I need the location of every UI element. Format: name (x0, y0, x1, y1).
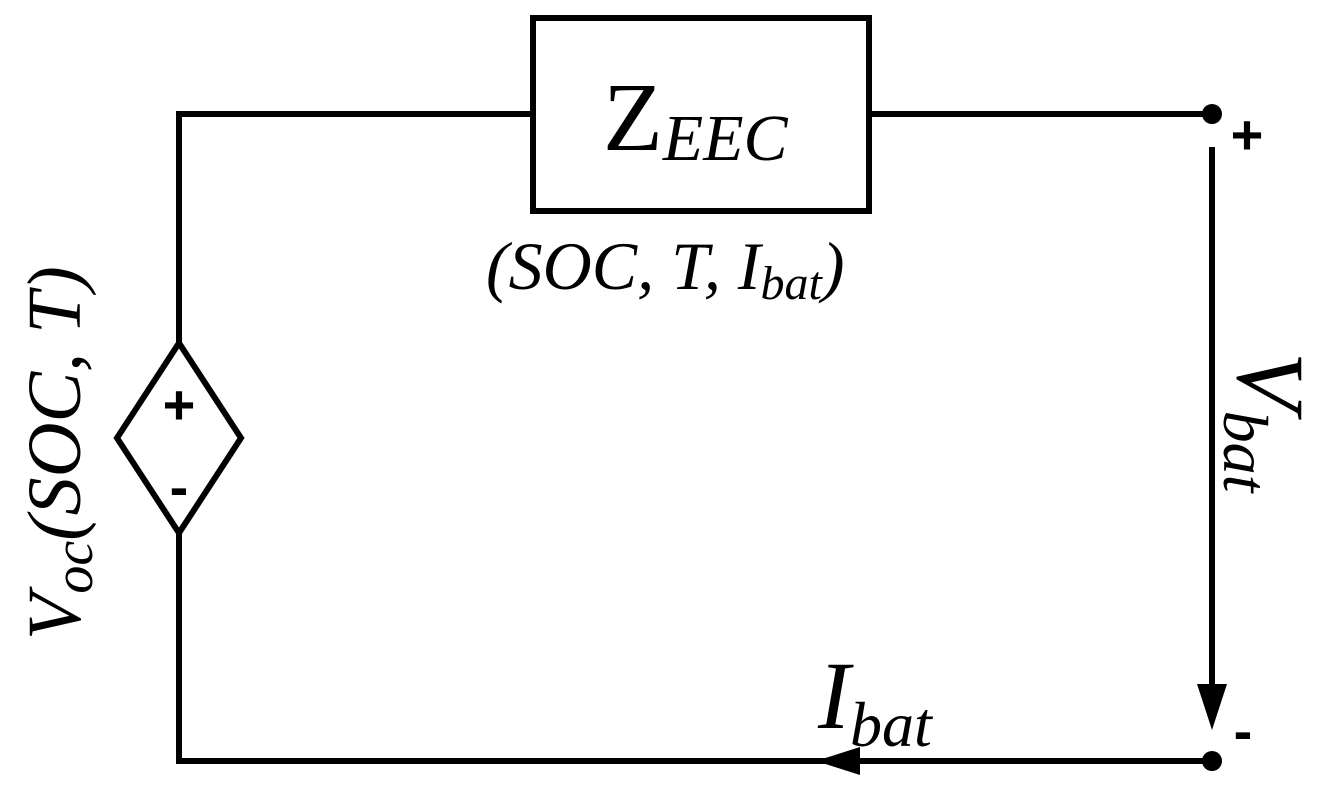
impedance-block (530, 15, 872, 214)
current-arrow-head (816, 747, 860, 775)
left-wire-upper (176, 111, 533, 343)
source-label: Voc(SOC, T) (13, 266, 105, 640)
current-label: Ibat (817, 642, 934, 760)
dependent-voltage-source (113, 337, 245, 539)
negative-terminal (1202, 751, 1222, 771)
impedance-subscript: EEC (662, 102, 789, 175)
left-wire-lower (176, 533, 1212, 764)
source-minus-sign: - (170, 455, 189, 518)
terminal-plus-sign: + (1231, 103, 1264, 166)
positive-terminal (1202, 104, 1222, 124)
voltage-arrow-head (1197, 684, 1227, 730)
terminal-minus-sign: - (1234, 699, 1253, 762)
source-plus-sign: + (163, 373, 196, 436)
terminal-voltage-label: Vbat (1210, 352, 1324, 495)
impedance-label: ZEEC (603, 64, 789, 175)
impedance-symbol: Z (603, 64, 663, 172)
impedance-dependency-label: (SOC, T, Ibat) (486, 228, 845, 310)
